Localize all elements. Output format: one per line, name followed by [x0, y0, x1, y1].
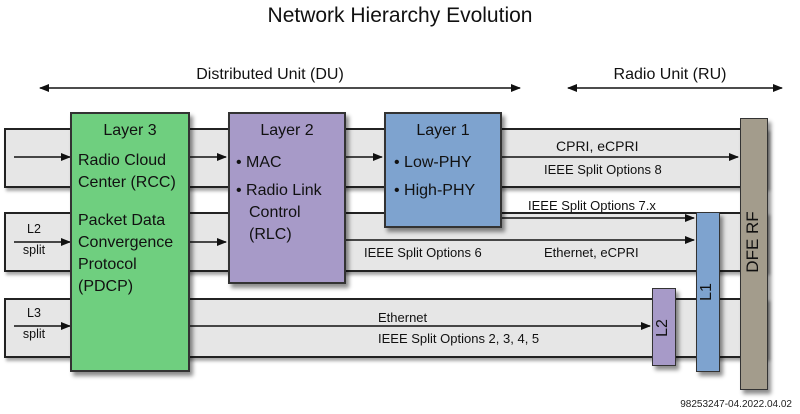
split2345-label: IEEE Split Options 2, 3, 4, 5	[378, 331, 540, 346]
dfe-rf-label: DFE RF	[743, 211, 762, 273]
high-phy-label: High-PHY	[404, 182, 476, 199]
pdcp-label-line2: Convergence	[78, 234, 174, 251]
rlc-label-line1: Radio Link	[246, 182, 322, 199]
ethernet-label: Ethernet	[378, 310, 428, 325]
rcc-label-line1: Radio Cloud	[78, 152, 167, 169]
cpri-label: CPRI, eCPRI	[556, 138, 639, 154]
l3-split-line1: L3	[27, 306, 41, 320]
layer3-title: Layer 3	[103, 122, 157, 139]
low-phy-label: Low-PHY	[404, 154, 472, 171]
l2-split-line2: split	[22, 243, 46, 257]
pdcp-label-line4: (PDCP)	[78, 278, 134, 295]
ru-l2-label: L2	[654, 319, 671, 337]
layer1-block: Layer 1 • Low-PHY • High-PHY	[384, 112, 502, 228]
bullet-icon: •	[236, 154, 247, 171]
diagram-title: Network Hierarchy Evolution	[267, 4, 533, 27]
figure-id: 98253247-04.2022.04.02	[680, 399, 792, 410]
bullet-icon: •	[394, 154, 405, 171]
rcc-label-line2: Center (RCC)	[78, 174, 176, 191]
pdcp-label-line1: Packet Data	[78, 212, 166, 229]
l3-split-line2: split	[22, 327, 46, 341]
rlc-label-line3: (RLC)	[249, 226, 292, 243]
split8-label: IEEE Split Options 8	[544, 162, 662, 177]
du-header-label: Distributed Unit (DU)	[196, 66, 344, 83]
pdcp-label-line3: Protocol	[78, 256, 137, 273]
eth-ecpri-label: Ethernet, eCPRI	[544, 245, 639, 260]
dfe-rf-block: DFE RF	[740, 118, 768, 390]
ru-l1-block: L1	[696, 212, 720, 372]
l2-split-line1: L2	[27, 222, 41, 236]
l3-split-label: L3 split	[14, 306, 54, 342]
ru-l1-label: L1	[698, 283, 715, 301]
layer1-title: Layer 1	[416, 122, 470, 139]
ru-header-label: Radio Unit (RU)	[613, 66, 727, 83]
bullet-icon: •	[394, 182, 405, 199]
split7-label: IEEE Split Options 7.x	[528, 198, 656, 213]
bullet-icon: •	[236, 182, 247, 199]
layer3-block: Layer 3 Radio Cloud Center (RCC) Packet …	[70, 112, 190, 372]
l2-split-label: L2 split	[14, 222, 54, 258]
layer2-title: Layer 2	[260, 122, 314, 139]
layer2-block: Layer 2 • MAC • Radio Link Control (RLC)	[228, 112, 346, 284]
split6-label: IEEE Split Options 6	[364, 245, 482, 260]
ru-l2-block: L2	[652, 288, 676, 366]
rlc-label-line2: Control	[249, 204, 301, 221]
mac-label: MAC	[246, 154, 282, 171]
